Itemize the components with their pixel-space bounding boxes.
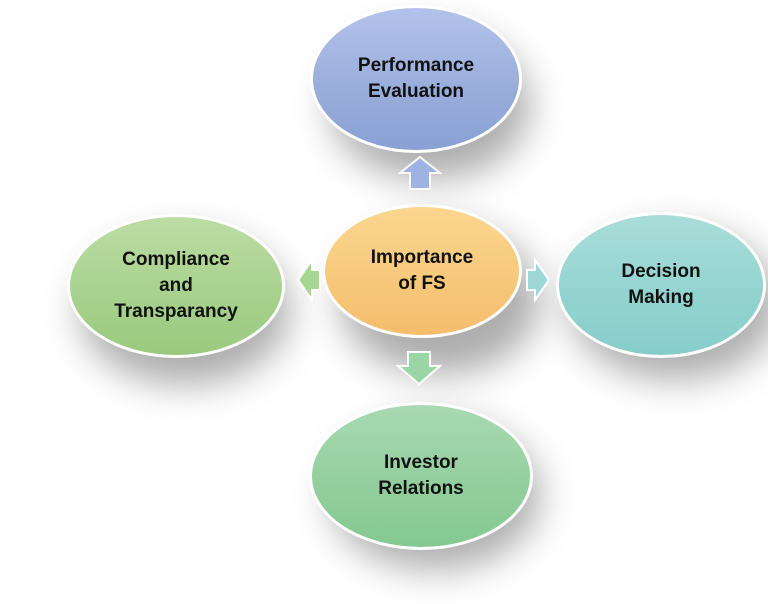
node-label-line: Decision [621,261,701,282]
arrow-left-icon [296,258,321,302]
node-label-line: Making [628,287,694,308]
node-label-line: and [159,275,193,296]
node-decision-making: Decision Making [556,212,766,358]
node-label-line: Investor [384,452,458,473]
node-label-line: Relations [378,478,464,499]
node-importance-of-fs: Importance of FS [322,204,522,338]
node-label-line: Transparancy [114,301,238,322]
node-label-line: Compliance [122,249,230,270]
arrow-right-icon [526,258,551,302]
node-label-line: Importance [370,247,474,268]
node-label-line: of FS [398,273,446,294]
node-label-line: Performance [357,55,475,76]
arrow-up-icon [398,155,442,190]
node-investor-relations: Investor Relations [309,402,533,550]
node-performance-evaluation: Performance Evaluation [310,5,522,153]
arrow-down-icon [396,351,442,386]
node-compliance-transparancy: Compliance and Transparancy [67,214,285,358]
node-label-line: Evaluation [367,81,465,102]
